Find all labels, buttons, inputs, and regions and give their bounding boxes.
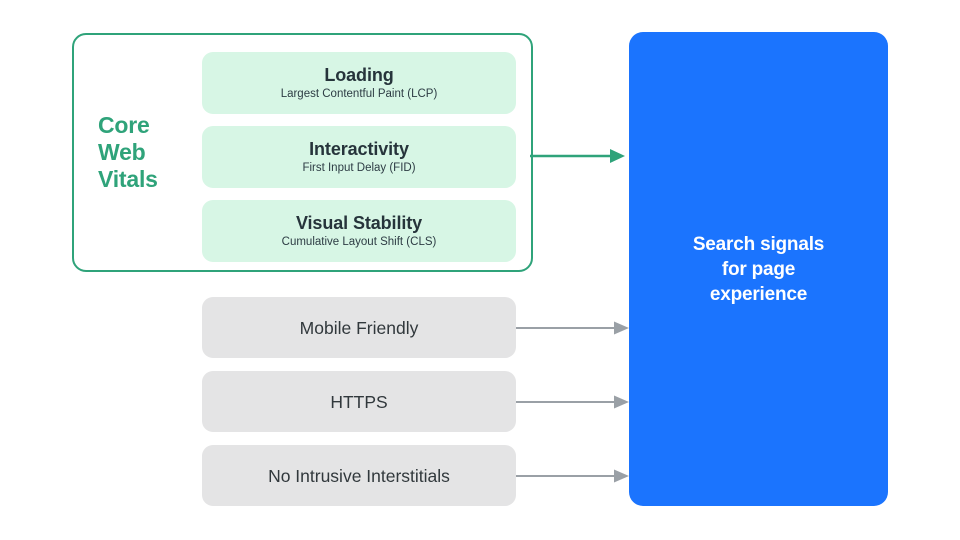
core-web-vitals-label-line-1: Core [98,112,150,138]
metric-title-visual-stability: Visual Stability [295,213,423,233]
signal-card-no-intrusive-interstitials[interactable]: No Intrusive Interstitials [202,445,516,506]
metric-card-visual-stability[interactable]: Visual Stability Cumulative Layout Shift… [202,200,516,262]
signal-card-https[interactable]: HTTPS [202,371,516,432]
metric-subtitle-interactivity: First Input Delay (FID) [302,162,416,174]
gray-arrow-mobile-friendly [516,321,629,335]
core-web-vitals-label: Core Web Vitals [98,112,193,193]
search-signals-line-3: experience [709,283,808,305]
signal-card-mobile-friendly[interactable]: Mobile Friendly [202,297,516,358]
metric-card-loading[interactable]: Loading Largest Contentful Paint (LCP) [202,52,516,114]
search-signals-panel-text: Search signals for page experience [669,232,848,307]
core-web-vitals-group [72,33,533,272]
signal-title-no-intrusive-interstitials: No Intrusive Interstitials [268,465,450,486]
search-signals-line-2: for page [721,258,796,280]
signal-title-mobile-friendly: Mobile Friendly [299,317,419,338]
metric-title-loading: Loading [324,65,394,85]
gray-arrow-no-intrusive-interstitials [516,469,629,483]
metric-subtitle-loading: Largest Contentful Paint (LCP) [280,88,438,100]
core-web-vitals-label-line-3: Vitals [98,166,158,192]
gray-arrow-https [516,395,629,409]
metric-title-interactivity: Interactivity [309,139,409,159]
search-signals-line-1: Search signals [692,233,825,255]
signal-title-https: HTTPS [330,391,388,412]
metric-subtitle-visual-stability: Cumulative Layout Shift (CLS) [281,236,437,248]
core-web-vitals-label-line-2: Web [98,139,146,165]
green-arrow-core-web-vitals [530,149,625,163]
search-signals-panel[interactable]: Search signals for page experience [629,32,888,506]
metric-card-interactivity[interactable]: Interactivity First Input Delay (FID) [202,126,516,188]
